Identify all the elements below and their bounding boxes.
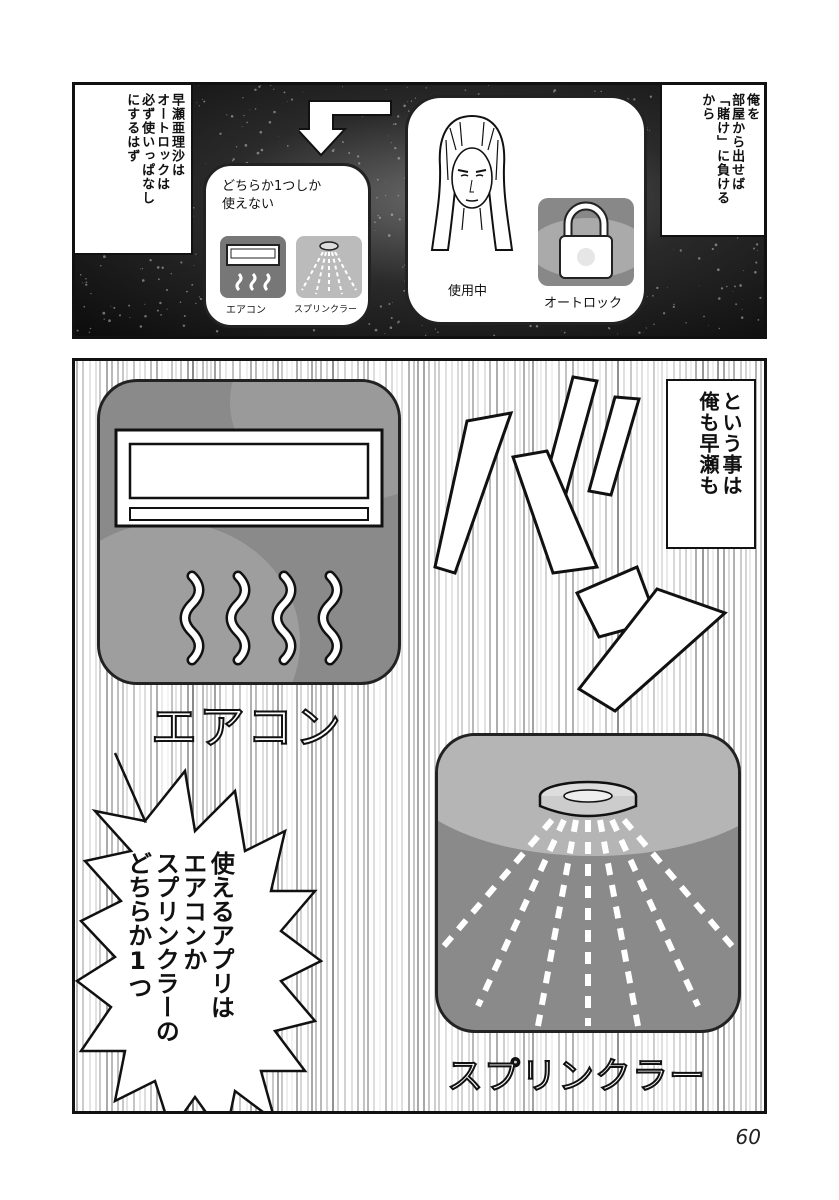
sprinkler-app-tile xyxy=(296,236,362,298)
choice-box: どちらか1つしか 使えない エアコン スプリン xyxy=(203,163,371,328)
phone-screen-box: 使用中 オートロック xyxy=(405,95,647,325)
aircon-icon xyxy=(226,244,280,292)
spiky-speech-bubble xyxy=(75,752,324,1111)
caption-bottom-right-text: という事は 俺も早瀬も xyxy=(696,391,743,496)
caption-right: 俺を 部屋から出せば 「賭け」に負ける から xyxy=(660,85,764,237)
sprinkler-app-label: スプリンクラー xyxy=(294,305,358,315)
caption-bottom-right: という事は 俺も早瀬も xyxy=(666,379,756,549)
lock-icon xyxy=(559,201,613,279)
aircon-app-label: エアコン xyxy=(226,305,266,316)
choice-box-title: どちらか1つしか 使えない xyxy=(222,179,322,213)
autolock-app-tile xyxy=(538,198,634,286)
autolock-app-label: オートロック xyxy=(544,296,623,311)
sprinkler-icon-large xyxy=(441,780,735,1027)
bottom-panel: エアコン という事は 俺も早瀬も xyxy=(72,358,767,1114)
caption-left-text: 早瀬亜理沙は オートロックは 必ず使いっぱなし にするはず xyxy=(124,93,184,205)
speech-bubble-text: 使えるアプリは エアコンか スプリンクラーの どちらか1つ xyxy=(123,851,235,1043)
sprinkler-icon xyxy=(301,241,357,295)
aircon-app-label-large: エアコン xyxy=(150,699,343,755)
page-number: 60 xyxy=(735,1125,761,1149)
woman-portrait xyxy=(430,115,514,251)
aircon-icon-large xyxy=(114,428,384,666)
in-use-status: 使用中 xyxy=(448,284,488,299)
sprinkler-app-tile-large xyxy=(435,733,741,1033)
aircon-app-tile xyxy=(220,236,286,298)
aircon-app-tile-large xyxy=(97,379,401,685)
top-panel: 早瀬亜理沙は オートロックは 必ず使いっぱなし にするはず どちらか1つしか 使… xyxy=(72,82,767,339)
down-arrow-icon xyxy=(299,100,392,157)
sound-effect-ban xyxy=(433,375,728,713)
sprinkler-app-label-large: スプリンクラー xyxy=(446,1055,707,1098)
caption-left: 早瀬亜理沙は オートロックは 必ず使いっぱなし にするはず xyxy=(75,85,193,255)
caption-right-text: 俺を 部屋から出せば 「賭け」に負ける から xyxy=(699,93,759,205)
